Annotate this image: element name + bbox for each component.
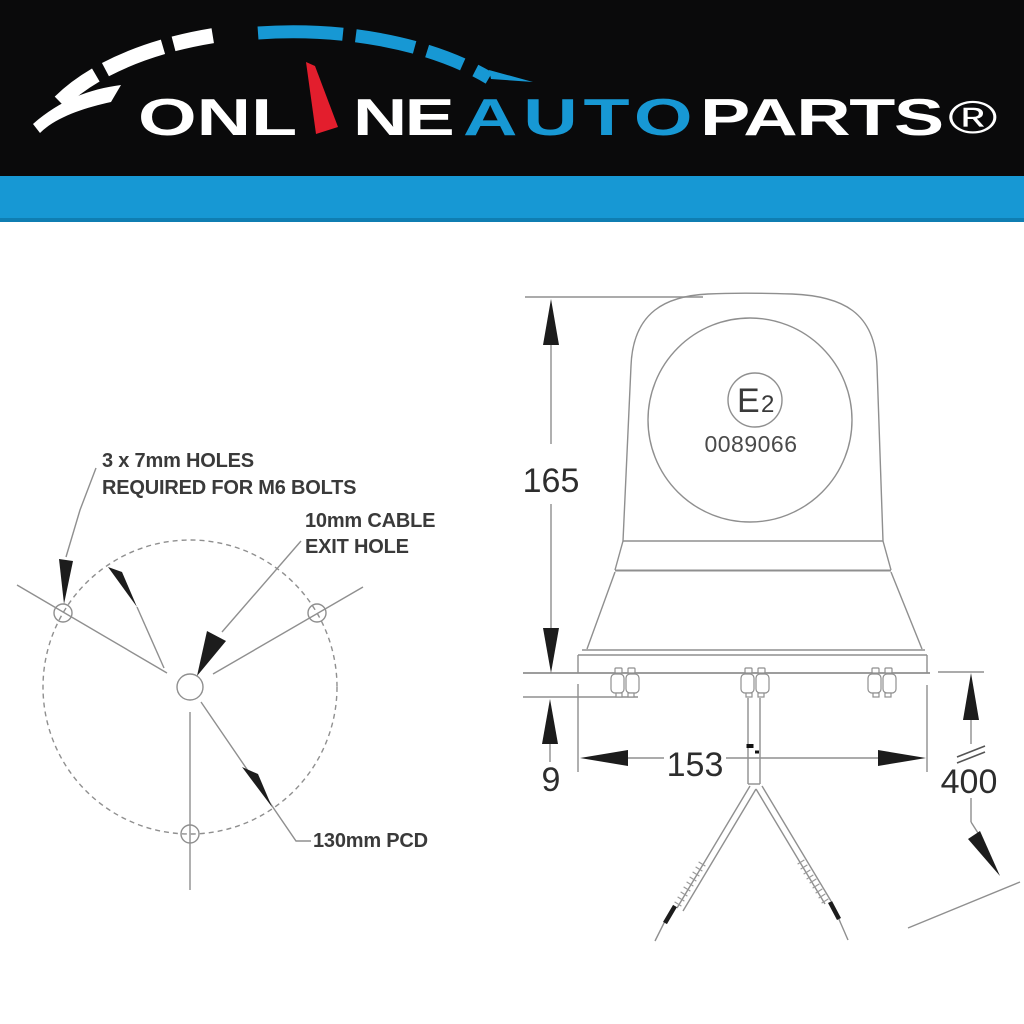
cable-exit-hole	[176, 673, 204, 701]
beacon-side-view: E 2 0089066	[523, 292, 1021, 942]
lens-circle	[647, 317, 853, 523]
bolt-hole-top-left	[53, 603, 73, 623]
leg-thread-hatching	[674, 859, 829, 907]
e-mark-letter: E	[737, 382, 760, 420]
brand-logo: ONL NE AUTO PARTS ®	[33, 23, 997, 147]
wordmark-parts: PARTS	[700, 88, 943, 147]
arrow-up-icon	[542, 699, 558, 744]
holes-label-line2: REQUIRED FOR M6 BOLTS	[102, 477, 356, 499]
bolt-circle-diagram: 3 x 7mm HOLES REQUIRED FOR M6 BOLTS 10mm…	[16, 450, 435, 890]
dimension-width-value: 153	[667, 746, 724, 784]
dimension-flange-thickness: 9	[542, 699, 561, 799]
radial-line-top-right	[212, 586, 364, 675]
dimension-pole-length: 400	[907, 671, 1021, 929]
cable-label-line2: EXIT HOLE	[305, 536, 409, 558]
dimension-pole-value: 400	[941, 763, 998, 801]
speedo-blue-tail	[489, 70, 533, 82]
arrow-right-icon	[878, 750, 926, 766]
e-mark-number: 2	[761, 391, 774, 418]
wordmark-ne: NE	[353, 88, 452, 147]
skirt-left-lower	[586, 571, 616, 650]
skirt-left-upper	[614, 540, 624, 571]
brand-banner: ONL NE AUTO PARTS ®	[0, 0, 1024, 176]
leader-arrowheads	[59, 559, 272, 807]
cable-label-line1: 10mm CABLE	[305, 510, 435, 532]
arrowhead-inner	[108, 567, 137, 607]
left-leg-inner	[682, 788, 757, 912]
break-symbol	[956, 745, 986, 764]
cable-label-leader	[221, 540, 302, 633]
pcd-dashed-circle	[42, 539, 338, 835]
holes-label-line1: 3 x 7mm HOLES	[102, 450, 254, 472]
left-leg-outer	[676, 785, 751, 909]
wordmark-onl: ONL	[138, 88, 297, 147]
dimension-flange-value: 9	[542, 761, 561, 799]
arrow-left-icon	[580, 750, 628, 766]
extension-line-ground	[907, 881, 1021, 929]
wordmark: ONL NE AUTO PARTS ®	[138, 88, 997, 147]
pcd-label: 130mm PCD	[313, 830, 428, 852]
arrow-down-right-icon	[968, 831, 1000, 876]
e-mark-circle	[727, 372, 783, 428]
approval-number: 0089066	[704, 431, 797, 457]
registered-trademark-icon: ®	[948, 92, 997, 143]
arrow-up-icon	[543, 299, 559, 345]
right-leg-outer	[761, 785, 832, 902]
dimension-base-width: 153	[577, 684, 928, 784]
arrowhead-pcd	[242, 767, 272, 807]
skirt-right-lower	[890, 571, 923, 650]
right-leg-tip-line	[837, 916, 849, 941]
dimension-height-value: 165	[523, 462, 580, 500]
speedo-swoosh	[33, 85, 121, 133]
skirt-right-upper	[882, 540, 892, 571]
leg-tips	[663, 900, 841, 925]
inner-pointer-line	[136, 606, 165, 669]
speedo-needle-icon	[306, 62, 338, 134]
arrow-up-icon	[963, 673, 979, 720]
speedo-white-segments	[54, 23, 253, 108]
bolt-hole-top-right	[307, 603, 327, 623]
arrowhead-cable	[197, 631, 226, 676]
speedo-blue-segments	[257, 25, 493, 84]
pcd-label-leader	[200, 701, 311, 842]
beacon-dome-outline	[622, 292, 884, 542]
left-leg-tip-line	[654, 920, 666, 942]
arrowhead-holes	[59, 559, 73, 604]
cable-exit-marks	[746, 744, 759, 754]
right-leg-inner	[755, 788, 826, 905]
radial-line-top-left	[16, 584, 168, 674]
mounting-pole	[654, 698, 849, 942]
wordmark-auto: AUTO	[463, 88, 698, 147]
technical-drawing: 3 x 7mm HOLES REQUIRED FOR M6 BOLTS 10mm…	[16, 292, 1021, 942]
dimension-height: 165	[523, 296, 703, 673]
holes-label-leader	[65, 467, 97, 558]
accent-bar	[0, 176, 1024, 222]
arrow-down-icon	[543, 628, 559, 673]
speedometer-arc-icon	[33, 23, 533, 133]
